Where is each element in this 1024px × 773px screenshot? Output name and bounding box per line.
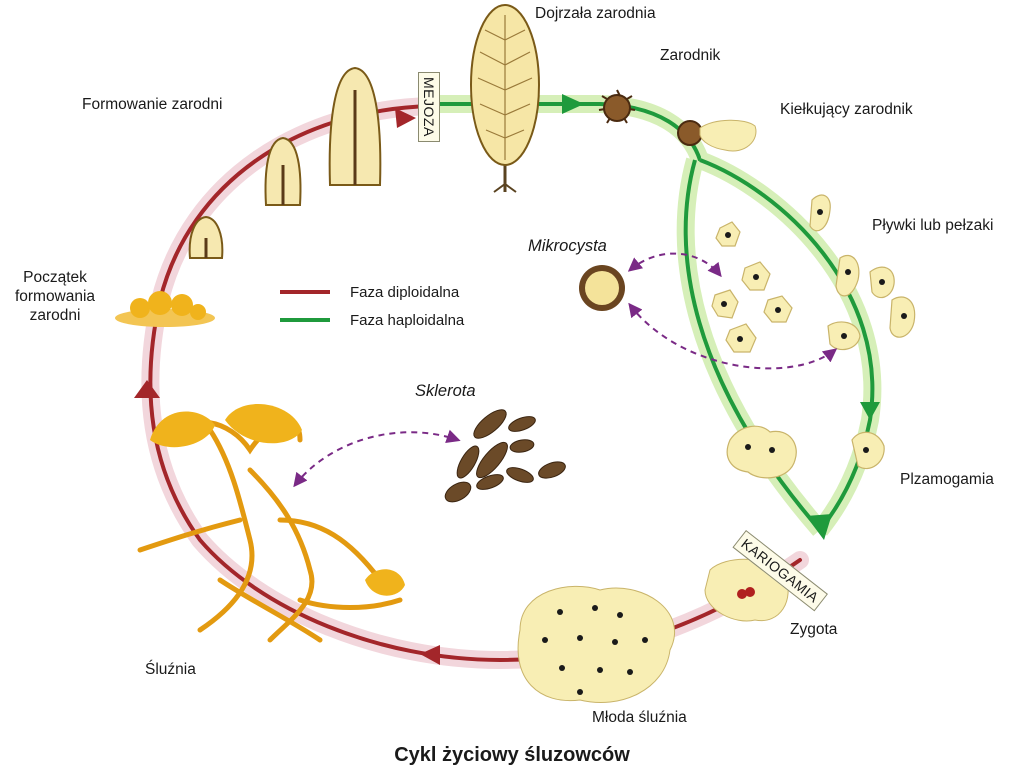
label-sporangium-start-line1: Początek	[23, 269, 87, 286]
meiosis-tag: MEJOZA	[418, 72, 440, 142]
diploid-arrow-up	[134, 380, 160, 398]
label-sporangium-start-line3: zarodni	[29, 307, 81, 324]
dormancy-arrows	[293, 252, 838, 488]
label-sporangium-formation: Formowanie zarodni	[82, 96, 223, 113]
plasmodium-fans	[150, 403, 405, 596]
sclerotia-illustration	[444, 409, 566, 503]
haploid-arrow-right	[860, 402, 880, 420]
diploid-arrow-meiosis	[395, 108, 416, 128]
sporangium-formation-illustrations	[115, 66, 382, 327]
microcyst-swarm-arrow-2	[628, 302, 838, 370]
microcyst-illustration	[579, 265, 625, 311]
microcyst-swarm-arrow-1	[627, 252, 722, 278]
diagram-title: Cykl życiowy śluzowców	[394, 744, 630, 766]
label-young-plasmodium: Młoda śluźnia	[592, 709, 687, 726]
legend: Faza diploidalna Faza haploidalna	[280, 278, 464, 334]
diploid-arrow-left	[420, 645, 440, 665]
label-mature-sporangium: Dojrzała zarodnia	[535, 5, 656, 22]
label-plasmogamy: Plzamogamia	[900, 471, 994, 488]
sclerotia-plasmodium-arrow	[293, 429, 461, 488]
label-spore: Zarodnik	[660, 47, 721, 64]
legend-haploid-swatch	[280, 318, 330, 322]
label-sporangium-start-line2: formowania	[14, 288, 96, 305]
haploid-arrow-top	[562, 94, 584, 114]
label-germinating-spore: Kiełkujący zarodnik	[780, 101, 913, 118]
legend-diploid-label: Faza diploidalna	[350, 283, 460, 301]
spore-illustration	[598, 89, 757, 152]
young-plasmodium-illustration	[517, 585, 676, 704]
mature-sporangium-illustration	[470, 4, 540, 193]
plasmodium-illustration	[137, 419, 403, 643]
legend-diploid: Faza diploidalna	[280, 278, 464, 306]
label-sclerotia: Sklerota	[415, 382, 476, 400]
haploid-arrow-karyogamy	[806, 514, 832, 540]
label-zygote: Zygota	[790, 621, 838, 638]
legend-diploid-swatch	[280, 290, 330, 294]
label-swarm-cells: Pływki lub pełzaki	[872, 217, 994, 234]
label-microcyst: Mikrocysta	[528, 237, 607, 255]
legend-haploid-label: Faza haploidalna	[350, 311, 465, 329]
label-sporangium-start: Początek formowania zarodni	[0, 268, 110, 325]
label-plasmodium: Śluźnia	[145, 661, 196, 678]
legend-haploid: Faza haploidalna	[280, 306, 464, 334]
